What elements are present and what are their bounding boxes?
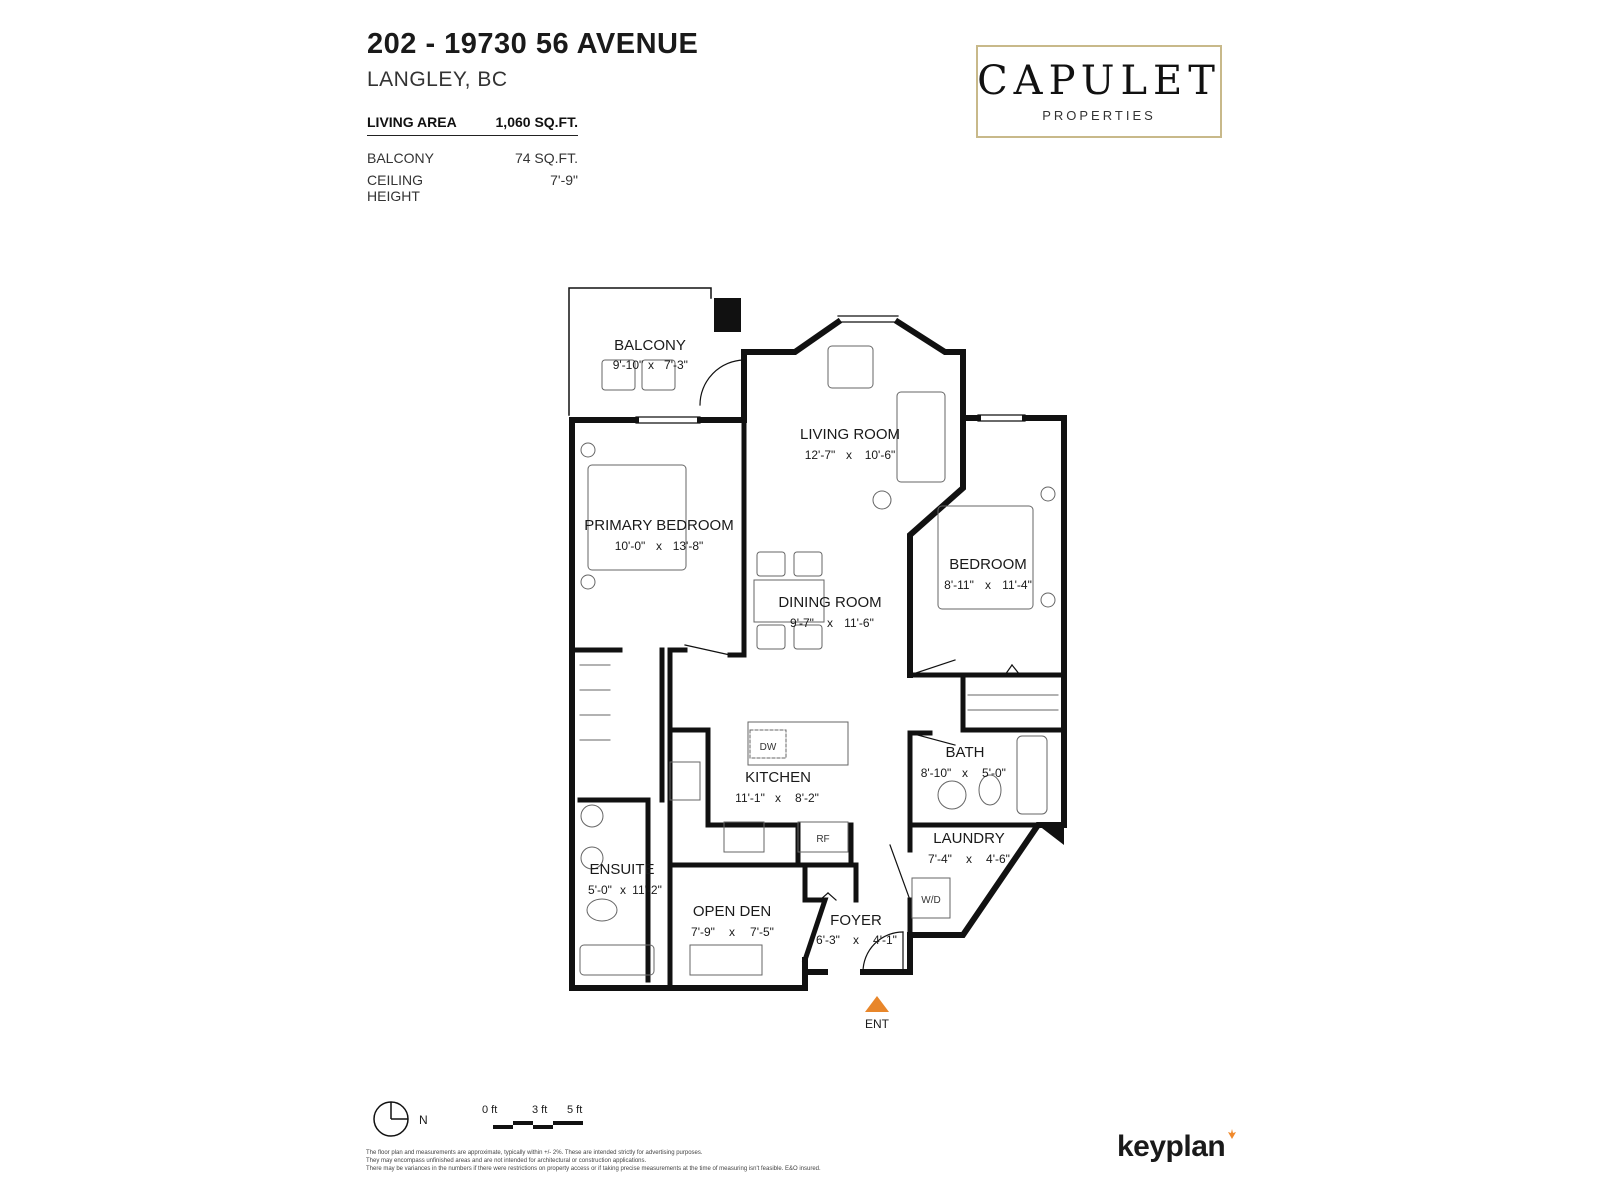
dishwasher-label: DW — [760, 742, 777, 753]
dim-separator: x — [620, 883, 626, 897]
door-swings — [613, 359, 1021, 973]
dim-separator: x — [648, 358, 654, 372]
room-kitchen-name: KITCHEN — [745, 769, 811, 786]
room-foyer-dim-w: 6'-3" — [816, 933, 840, 947]
room-bath-name: BATH — [946, 744, 985, 761]
living-area-value: 1,060 SQ.FT. — [495, 114, 578, 130]
disclaimer: The floor plan and measurements are appr… — [366, 1149, 966, 1173]
living-area-label: LIVING AREA — [367, 114, 457, 130]
room-den-name: OPEN DEN — [693, 903, 771, 920]
furniture — [579, 345, 1059, 976]
living-area-row: LIVING AREA 1,060 SQ.FT. — [367, 114, 578, 136]
dim-separator: x — [966, 852, 972, 866]
room-primary-dim-w: 10'-0" — [615, 539, 646, 553]
room-dining-dim-w: 9'-7" — [790, 616, 814, 630]
room-den-dim-w: 7'-9" — [691, 925, 715, 939]
city-subtitle: LANGLEY, BC — [367, 68, 508, 91]
capulet-logo: CAPULET PROPERTIES — [976, 45, 1222, 138]
dim-separator: x — [853, 933, 859, 947]
room-bath-dim-h: 5'-0" — [982, 766, 1006, 780]
ceiling-height-row: CEILING HEIGHT 7'-9" — [367, 172, 578, 204]
scale-bar — [493, 1121, 583, 1129]
dim-separator: x — [846, 448, 852, 462]
logo-subtitle: PROPERTIES — [1042, 108, 1156, 123]
room-kitchen-dim-w: 11'-1" — [735, 791, 765, 805]
scale-label-5: 5 ft — [567, 1104, 583, 1116]
room-laundry-dim-w: 7'-4" — [928, 852, 952, 866]
dim-separator: x — [775, 791, 781, 805]
room-living-dim-w: 12'-7" — [805, 448, 836, 462]
room-ensuite-dim-w: 5'-0" — [588, 883, 612, 897]
dim-separator: x — [985, 578, 991, 592]
room-den-dim-h: 7'-5" — [750, 925, 774, 939]
room-ensuite-name: ENSUITE — [589, 861, 654, 878]
room-laundry-dim-h: 4'-6" — [986, 852, 1010, 866]
dim-separator: x — [962, 766, 968, 780]
balcony-column — [714, 298, 741, 332]
room-laundry-name: LAUNDRY — [933, 830, 1004, 847]
room-bedroom-dim-h: 11'-4" — [1002, 578, 1032, 592]
room-balcony-dim-w: 9'-10" — [613, 358, 644, 372]
balcony-area-row: BALCONY 74 SQ.FT. — [367, 150, 578, 166]
keyplan-logo: keyplan — [1117, 1130, 1226, 1163]
ceiling-height-label: CEILING HEIGHT — [367, 172, 424, 204]
fridge-label: RF — [816, 834, 829, 845]
ceiling-height-value: 7'-9" — [550, 172, 578, 188]
north-label: N — [419, 1113, 428, 1127]
keyplan-leaf-icon — [1228, 1129, 1236, 1139]
disclaimer-line-2: They may encompass unfinished areas and … — [366, 1158, 647, 1164]
room-living-dim-h: 10'-6" — [865, 448, 896, 462]
north-compass-icon — [373, 1101, 409, 1137]
room-bedroom-dim-w: 8'-11" — [944, 578, 974, 592]
disclaimer-line-3: There may be variances in the numbers if… — [366, 1166, 821, 1172]
interior-walls — [569, 349, 1067, 991]
room-primary-dim-h: 13'-8" — [673, 539, 704, 553]
room-primary-name: PRIMARY BEDROOM — [584, 517, 733, 534]
dim-separator: x — [827, 616, 833, 630]
room-balcony-dim-h: 7'-3" — [664, 358, 688, 372]
windows — [635, 315, 1026, 424]
room-foyer-name: FOYER — [830, 912, 882, 929]
entrance-triangle-icon — [865, 996, 889, 1012]
disclaimer-line-1: The floor plan and measurements are appr… — [366, 1150, 703, 1156]
address-title: 202 - 19730 56 AVENUE — [367, 28, 699, 60]
dim-separator: x — [729, 925, 735, 939]
room-dining-name: DINING ROOM — [778, 594, 881, 611]
balcony-area-value: 74 SQ.FT. — [514, 150, 578, 166]
scale-label-0: 0 ft — [482, 1104, 498, 1116]
room-bath-dim-w: 8'-10" — [921, 766, 952, 780]
entrance-label: ENT — [865, 1017, 890, 1031]
room-balcony-name: BALCONY — [614, 337, 686, 354]
washer-dryer-label: W/D — [921, 895, 940, 906]
balcony-outline — [568, 287, 712, 416]
room-bedroom-name: BEDROOM — [949, 556, 1027, 573]
logo-title: CAPULET — [977, 58, 1221, 104]
dim-separator: x — [656, 539, 662, 553]
room-dining-dim-h: 11'-6" — [844, 616, 874, 630]
room-ensuite-dim-h: 11'-2" — [632, 883, 662, 897]
scale-label-3: 3 ft — [532, 1104, 548, 1116]
room-living-name: LIVING ROOM — [800, 426, 900, 443]
balcony-area-label: BALCONY — [367, 150, 434, 166]
room-foyer-dim-h: 4'-1" — [873, 933, 897, 947]
room-kitchen-dim-h: 8'-2" — [795, 791, 819, 805]
